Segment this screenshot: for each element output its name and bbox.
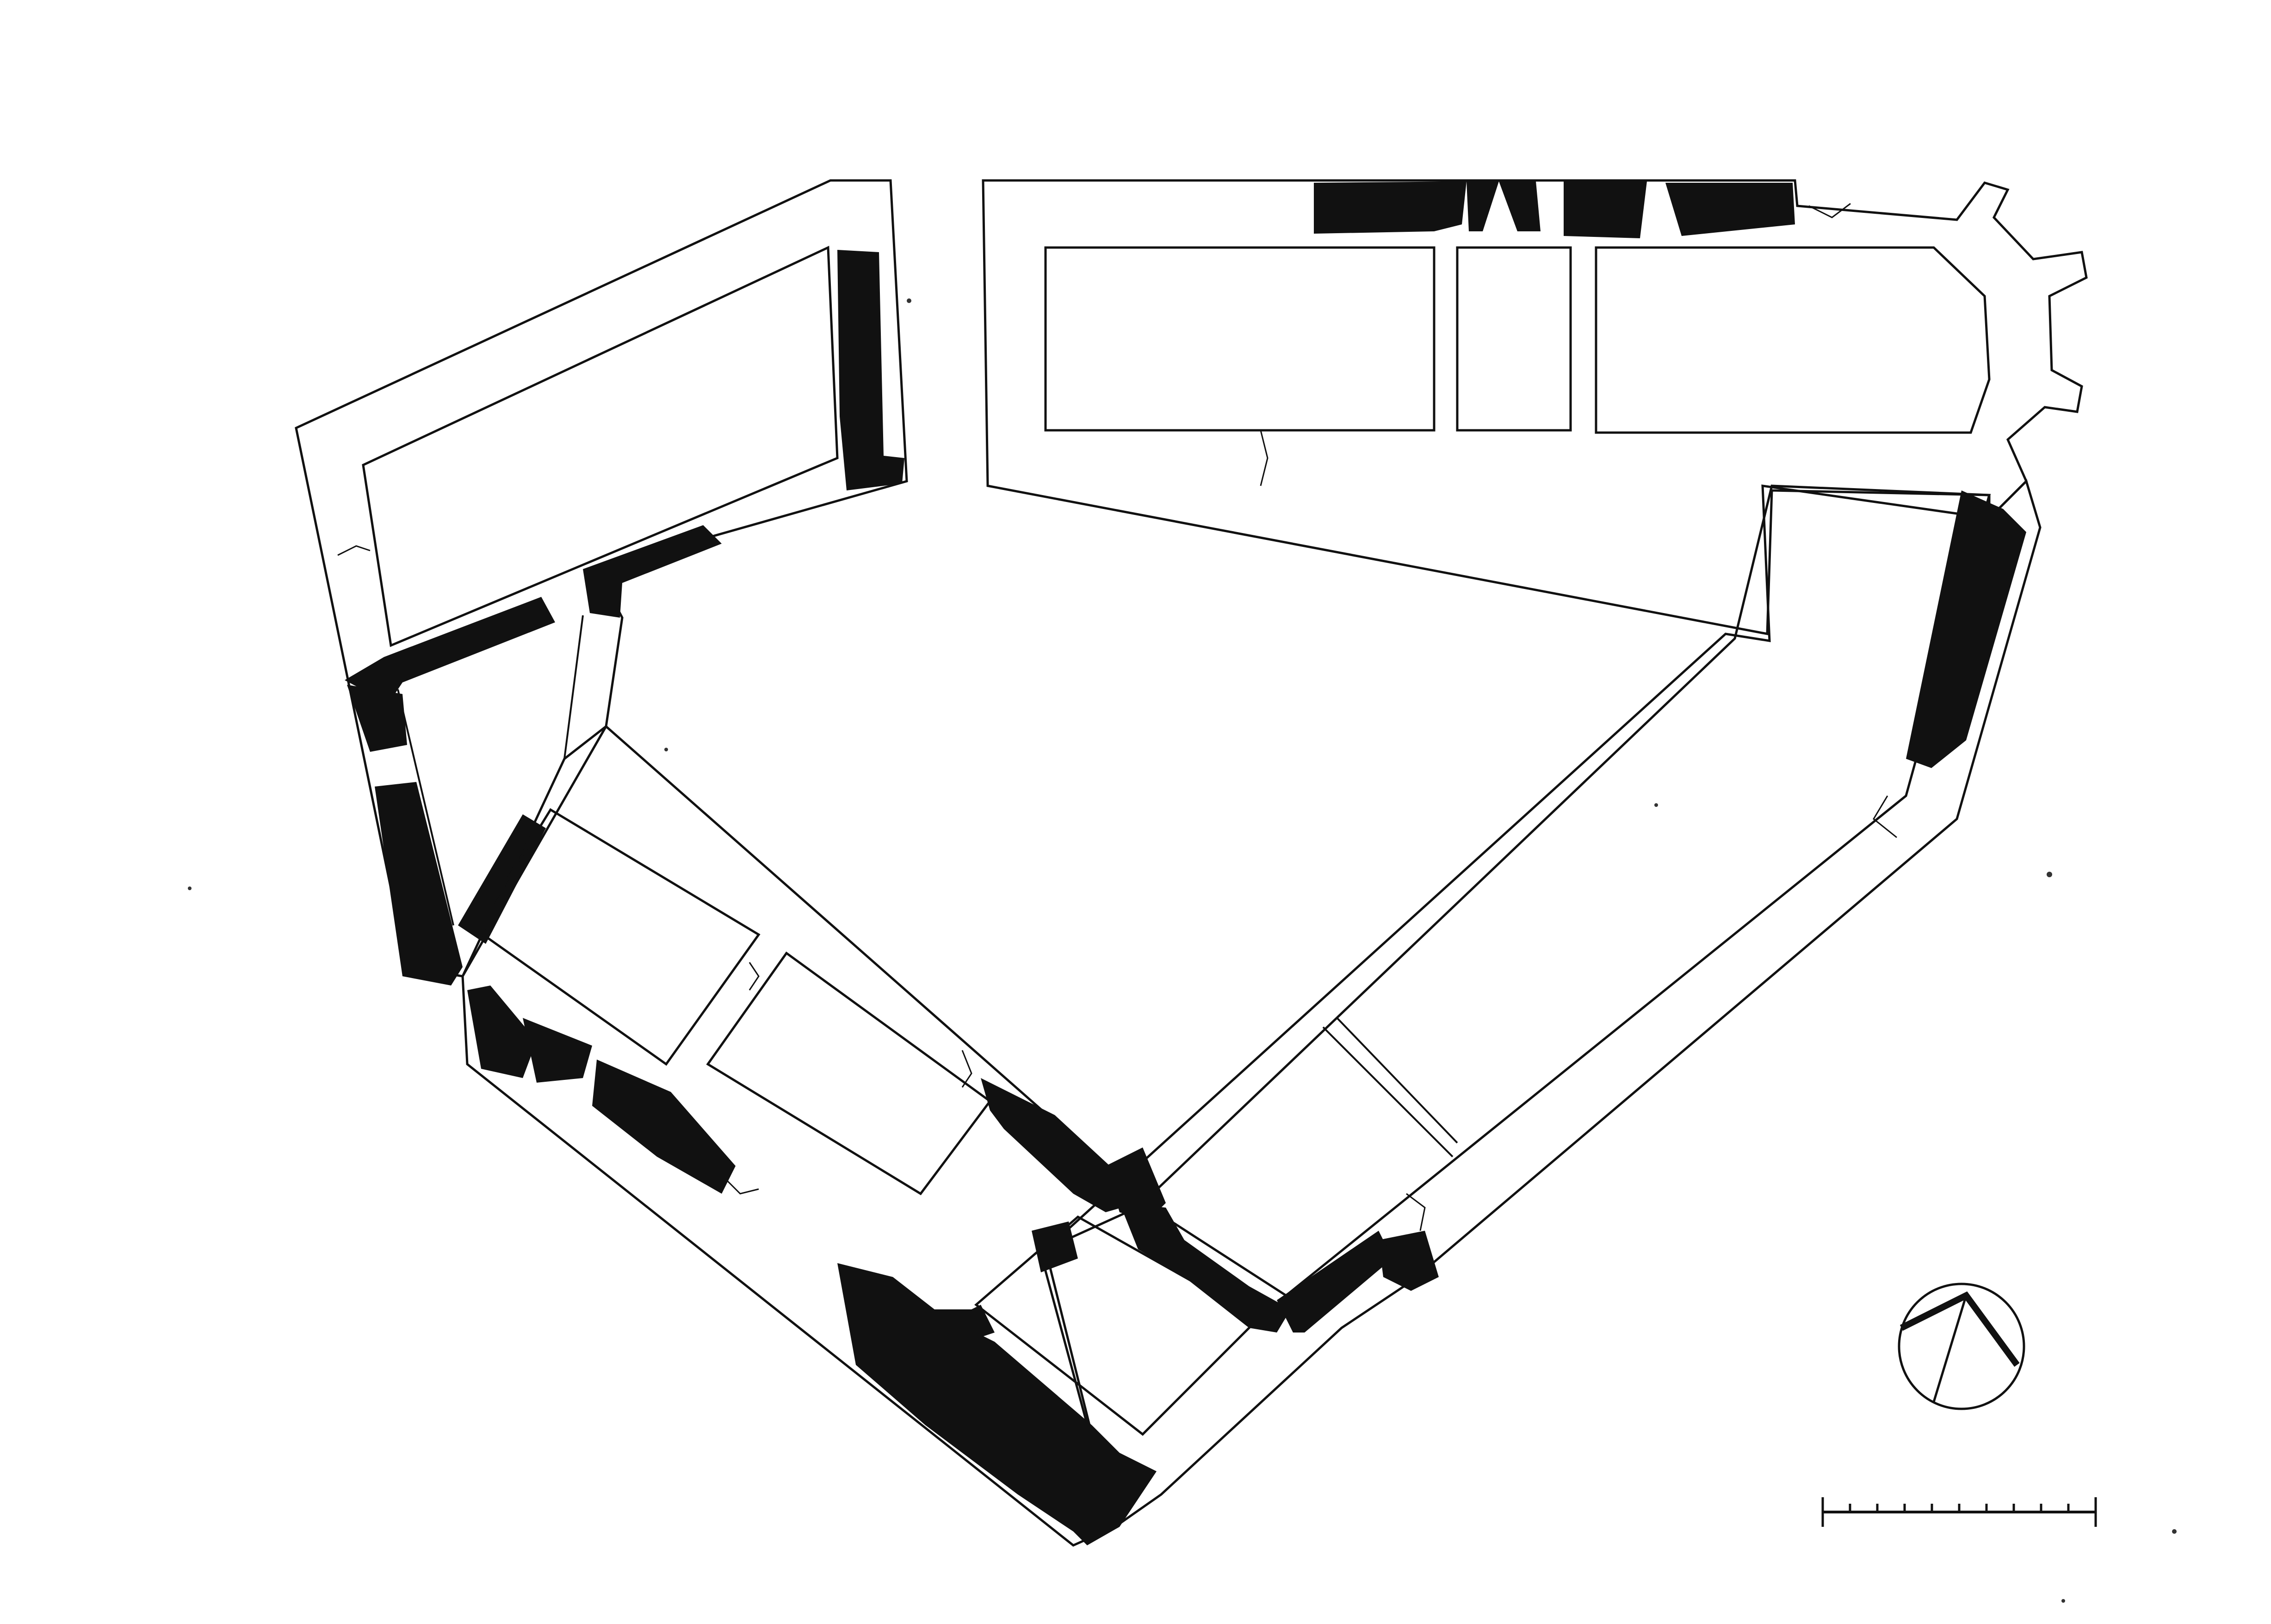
wall-remains-22 [1032,1221,1078,1272]
east-wing [1040,479,2042,1529]
south-wing-room-east [706,951,992,1196]
west-wing-room-wall [397,615,584,926]
north-wing [982,179,2088,636]
wall-remains-16 [523,1018,592,1083]
north-arrow-needle [1900,1291,2020,1367]
scale-bar [1821,1497,2097,1527]
wall-remains-2 [345,597,555,703]
north-wing-chapel [1595,246,1991,434]
wall-remains-21 [1120,1203,1291,1333]
wall-remains-8 [1467,181,1499,231]
crack-2 [841,402,852,431]
crack-5 [1873,795,1897,838]
speck [2172,1529,2177,1534]
wall-remains-9 [1499,181,1541,231]
wall-remains-11 [1665,183,1795,236]
wall-remains-4 [347,685,407,752]
north-arrow-icon [1898,1283,2025,1410]
wall-remains-3 [583,525,722,618]
speck [188,886,192,890]
wall-remains-18 [837,1263,1157,1545]
south-wing [461,725,1291,1547]
wall-remains-5 [375,782,463,986]
north-arrow-circle [1898,1283,2025,1410]
wall-remains-10 [1564,181,1647,238]
north-wing-room-west [1044,246,1436,432]
crack-8 [961,1050,972,1088]
wall-remains-13 [1379,1231,1439,1291]
north-wing-outer-wall [982,179,2088,636]
wall-remains-14 [1277,1231,1392,1333]
wall-remains-6 [458,814,546,944]
speck [2061,1599,2065,1603]
crack-4 [1808,203,1851,218]
paper-specks [188,298,2177,1603]
west-wing [295,179,908,986]
wall-remains-12 [1906,490,2026,768]
wall-remains-7 [1314,181,1467,234]
south-wing-room-west [475,808,761,1066]
east-wing-outer-wall [1040,479,2042,1529]
east-wing-inner-corridor [1140,484,1991,1297]
wall-remains-15 [467,986,537,1078]
speck [2047,872,2052,877]
crack-6 [1406,1193,1426,1231]
speck [907,298,911,303]
north-wing-room-middle [1456,246,1572,432]
wall-remains-19 [981,1078,1138,1212]
speck [1654,803,1658,807]
wall-remains-20 [1106,1147,1166,1221]
wall-remains-23 [953,1305,995,1342]
crack-1 [337,545,371,556]
west-wing-inner-hall [362,246,839,647]
wall-remains-1 [837,250,904,490]
crack-7 [749,962,760,991]
crack-9 [725,1179,759,1195]
wall-remains-17 [592,1060,736,1194]
crack-3 [1260,430,1269,486]
east-wing-room-divider [1322,1017,1458,1158]
speck [664,748,668,751]
north-arrow-pointer [1932,1295,1968,1402]
